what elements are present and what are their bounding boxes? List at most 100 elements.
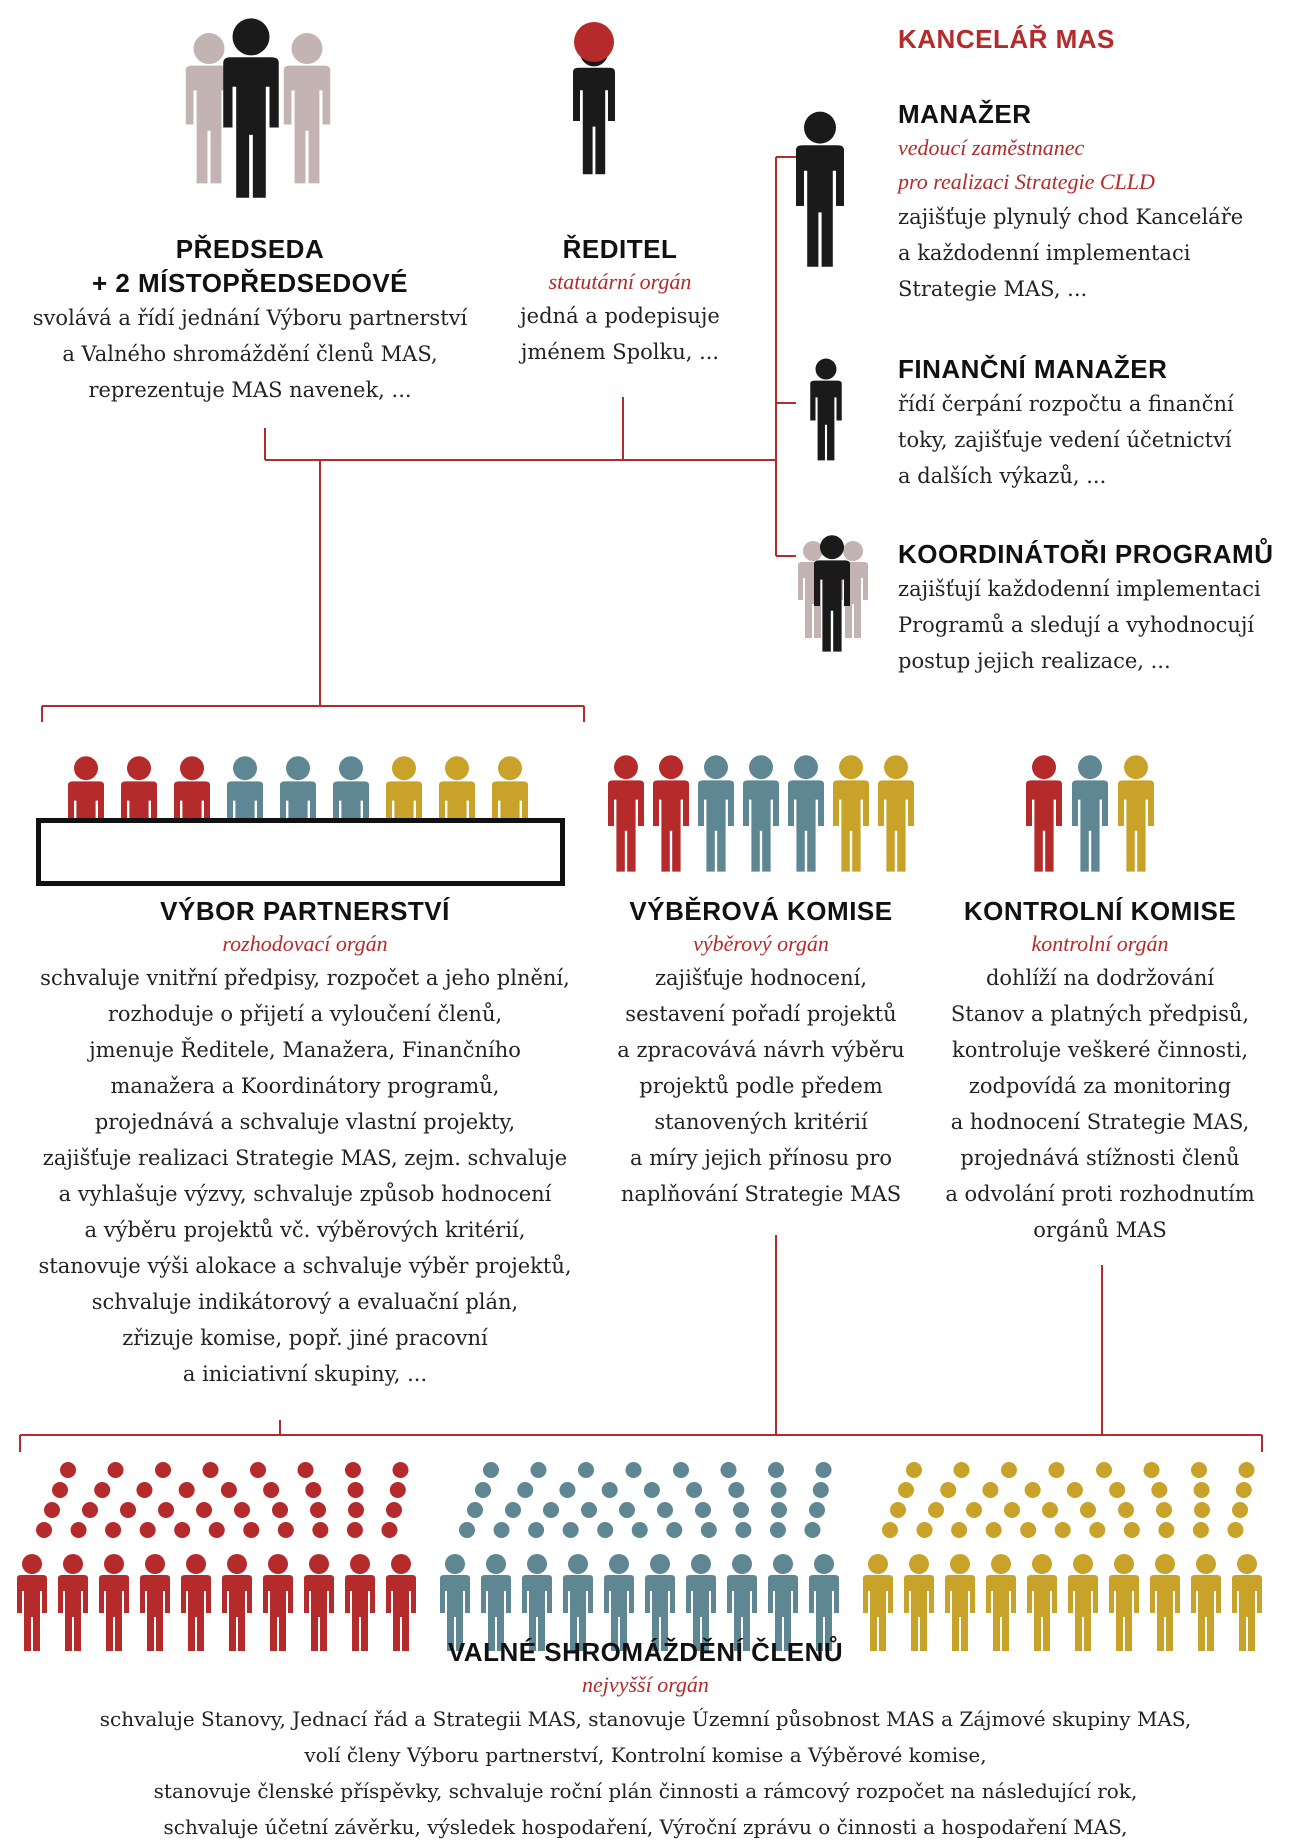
crowd-head-icon <box>815 1462 832 1478</box>
selection-member-icon <box>743 755 779 872</box>
manager-line: Strategie MAS, ... <box>898 277 1088 301</box>
director-block: ŘEDITEL statutární orgán jedná a podepis… <box>490 232 750 370</box>
crowd-head-icon <box>467 1502 483 1518</box>
finance-line: řídí čerpání rozpočtu a finanční <box>898 392 1234 416</box>
selection-line: a zpracovává návrh výběru <box>617 1038 905 1062</box>
crowd-head-icon <box>686 1482 703 1498</box>
crowd-head-icon <box>348 1502 364 1518</box>
crowd-head-icon <box>277 1522 294 1538</box>
selection-member-icon <box>788 755 824 872</box>
crowd-head-icon <box>1066 1482 1083 1498</box>
assembly-block: VALNÉ SHROMÁŽDĚNÍ ČLENŮ nejvyšší orgán s… <box>0 1635 1291 1845</box>
finance-line: toky, zajišťuje vedení účetnictví <box>898 428 1232 452</box>
crowd-head-icon <box>1020 1522 1037 1538</box>
crowd-head-icon <box>346 1522 363 1538</box>
control-line: kontroluje veškeré činnosti, <box>951 1038 1248 1062</box>
crowd-head-icon <box>1158 1522 1175 1538</box>
selection-member-icon <box>878 755 914 872</box>
crowd-head-icon <box>770 1482 787 1498</box>
assembly-line: volí členy Výboru partnerství, Kontrolní… <box>304 1743 987 1767</box>
crowd-head-icon <box>220 1482 237 1498</box>
crowd-head-icon <box>70 1522 87 1538</box>
crowd-head-icon <box>505 1502 521 1518</box>
finance-line: a dalších výkazů, ... <box>898 464 1107 488</box>
crowd-head-icon <box>483 1462 499 1478</box>
coordinators-line: postup jejich realizace, ... <box>898 649 1171 673</box>
crowd-head-icon <box>985 1522 1002 1538</box>
selection-description: zajišťuje hodnocení, sestavení pořadí pr… <box>600 960 922 1212</box>
crowd-head-icon <box>601 1482 618 1498</box>
selection-member-icon <box>698 755 734 872</box>
control-title: KONTROLNÍ KOMISE <box>963 896 1237 926</box>
crowd-head-icon <box>1143 1462 1160 1478</box>
assembly-line: schvaluje účetní závěrku, výsledek hospo… <box>163 1815 1128 1839</box>
committee-line: schvaluje vnitřní předpisy, rozpočet a j… <box>40 966 570 990</box>
crowd-head-icon <box>1192 1522 1209 1538</box>
crowd-head-icon <box>155 1462 171 1478</box>
control-member-icon <box>1026 755 1062 872</box>
chairman-side-person-icon <box>283 33 331 184</box>
committee-line: schvaluje indikátorový a evaluační plán, <box>91 1290 519 1314</box>
crowd-head-icon <box>174 1522 191 1538</box>
director-description: jedná a podepisuje jménem Spolku, ... <box>490 298 750 370</box>
crowd-head-icon <box>392 1462 409 1478</box>
assembly-subtitle: nejvyšší orgán <box>582 1672 709 1697</box>
control-line: orgánů MAS <box>1033 1218 1167 1242</box>
chairman-description: svolává a řídí jednání Výboru partnerstv… <box>20 300 480 408</box>
crowd-head-icon <box>643 1482 660 1498</box>
committee-line: stanovuje výši alokace a schvaluje výběr… <box>38 1254 572 1278</box>
director-subtitle: statutární orgán <box>548 269 692 294</box>
coordinators-line: zajišťují každodenní implementaci <box>898 577 1261 601</box>
selection-line: zajišťuje hodnocení, <box>654 966 868 990</box>
crowd-head-icon <box>768 1462 784 1478</box>
crowd-head-icon <box>347 1482 364 1498</box>
committee-line: a iniciativní skupiny, ... <box>182 1362 428 1386</box>
committee-line: manažera a Koordinátory programů, <box>110 1074 500 1098</box>
crowd-head-icon <box>1156 1502 1172 1518</box>
selection-title: VÝBĚROVÁ KOMISE <box>629 896 893 926</box>
chairman-line: svolává a řídí jednání Výboru partnerstv… <box>32 306 468 330</box>
manager-subtitle-2: pro realizaci Strategie CLLD <box>898 169 1155 194</box>
coordinators-title: KOORDINÁTOŘI PROGRAMŮ <box>898 539 1274 569</box>
selection-subtitle: výběrový orgán <box>693 931 829 956</box>
crowd-head-icon <box>250 1462 266 1478</box>
crowd-head-icon <box>982 1482 999 1498</box>
finance-description: řídí čerpání rozpočtu a finanční toky, z… <box>898 386 1278 494</box>
control-line: zodpovídá za monitoring <box>968 1074 1232 1098</box>
manager-line: zajišťuje plynulý chod Kanceláře <box>898 205 1244 229</box>
crowd-head-icon <box>735 1522 752 1538</box>
crowd-head-icon <box>733 1502 749 1518</box>
director-line: jménem Spolku, ... <box>520 340 720 364</box>
committee-table-box <box>36 818 565 886</box>
crowd-head-icon <box>657 1502 673 1518</box>
crowd-head-icon <box>728 1482 745 1498</box>
chairman-title-2: + 2 MÍSTOPŘEDSEDOVÉ <box>91 268 409 298</box>
crowd-head-icon <box>1089 1522 1106 1538</box>
crowd-head-icon <box>530 1462 547 1478</box>
manager-line: a každodenní implementaci <box>898 241 1191 265</box>
crowd-head-icon <box>804 1522 821 1538</box>
crowd-head-icon <box>1232 1502 1248 1518</box>
crowd-head-icon <box>1054 1522 1071 1538</box>
committee-line: jmenuje Ředitele, Manažera, Finančního <box>89 1038 521 1062</box>
crowd-head-icon <box>1080 1502 1096 1518</box>
crowd-head-icon <box>562 1522 579 1538</box>
crowd-head-icon <box>769 1522 786 1538</box>
control-line: a hodnocení Strategie MAS, <box>950 1110 1250 1134</box>
crowd-head-icon <box>196 1502 212 1518</box>
crowd-head-icon <box>890 1502 906 1518</box>
crowd-head-icon <box>700 1522 717 1538</box>
crowd-head-icon <box>1227 1522 1244 1538</box>
selection-member-icon <box>608 755 644 872</box>
crowd-head-icon <box>578 1462 594 1478</box>
crowd-head-icon <box>312 1522 329 1538</box>
coordinator-side-person-icon <box>838 541 868 638</box>
selection-block: VÝBĚROVÁ KOMISE výběrový orgán zajišťuje… <box>600 894 922 1212</box>
chairman-line: a Valného shromáždění členů MAS, <box>62 342 438 366</box>
crowd-head-icon <box>82 1502 98 1518</box>
control-description: dohlíží na dodržování Stanov a platných … <box>928 960 1272 1248</box>
crowd-head-icon <box>517 1482 534 1498</box>
manager-person-icon <box>796 111 844 267</box>
crowd-head-icon <box>386 1502 402 1518</box>
crowd-head-icon <box>1096 1462 1112 1478</box>
